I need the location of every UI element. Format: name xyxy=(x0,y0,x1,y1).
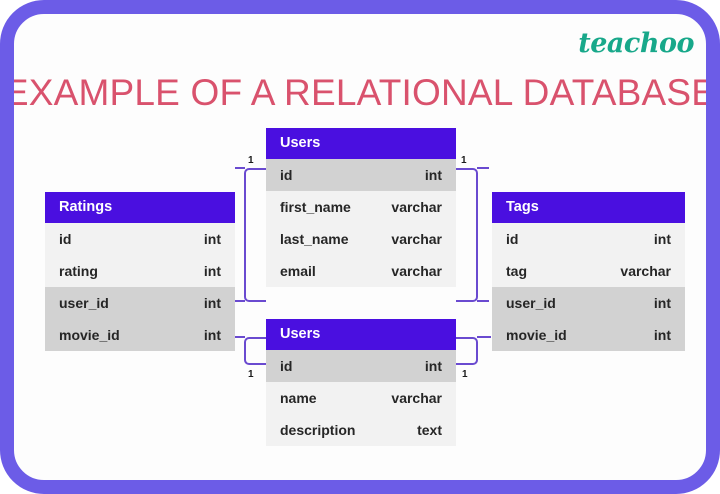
teachoo-logo: teachoo xyxy=(578,28,694,59)
table-row: first_name varchar xyxy=(266,191,456,223)
relationship-line-users-tags xyxy=(456,168,478,302)
relationship-stub xyxy=(235,300,245,302)
field-type: int xyxy=(203,327,221,343)
cardinality-label: 1 xyxy=(461,155,467,166)
field-type: int xyxy=(653,231,671,247)
table-row: last_name varchar xyxy=(266,223,456,255)
field-type: varchar xyxy=(391,231,442,247)
field-type: int xyxy=(424,167,442,183)
er-table-title: Ratings xyxy=(45,192,235,223)
field-name: last_name xyxy=(280,231,349,247)
relationship-line-movies-tags xyxy=(456,337,478,365)
er-table-title: Users xyxy=(266,128,456,159)
field-name: id xyxy=(59,231,72,247)
table-row: tag varchar xyxy=(492,255,685,287)
table-row: id int xyxy=(266,159,456,191)
relationship-line-users-ratings xyxy=(244,168,266,302)
field-type: int xyxy=(653,327,671,343)
field-type: int xyxy=(424,358,442,374)
field-type: text xyxy=(417,422,442,438)
table-row: user_id int xyxy=(45,287,235,319)
field-type: varchar xyxy=(391,390,442,406)
field-name: first_name xyxy=(280,199,351,215)
field-name: email xyxy=(280,263,316,279)
er-table-title: Tags xyxy=(492,192,685,223)
er-table-users-top: Users id int first_name varchar last_nam… xyxy=(266,128,456,287)
field-name: movie_id xyxy=(506,327,567,343)
page-title: EXAMPLE OF A RELATIONAL DATABASE xyxy=(3,72,717,113)
table-row: name varchar xyxy=(266,382,456,414)
field-name: id xyxy=(280,167,293,183)
field-name: description xyxy=(280,422,356,438)
relationship-line-ratings-movies xyxy=(244,337,266,365)
field-type: int xyxy=(203,295,221,311)
table-row: movie_id int xyxy=(492,319,685,351)
relationship-stub xyxy=(477,336,491,338)
field-type: varchar xyxy=(620,263,671,279)
field-type: int xyxy=(203,231,221,247)
table-row: id int xyxy=(492,223,685,255)
field-name: rating xyxy=(59,263,98,279)
table-row: rating int xyxy=(45,255,235,287)
field-name: user_id xyxy=(506,295,556,311)
table-row: user_id int xyxy=(492,287,685,319)
field-type: varchar xyxy=(391,199,442,215)
table-row: id int xyxy=(266,350,456,382)
field-name: user_id xyxy=(59,295,109,311)
cardinality-label: 1 xyxy=(462,369,468,380)
cardinality-label: 1 xyxy=(248,155,254,166)
er-table-title: Users xyxy=(266,319,456,350)
field-type: int xyxy=(653,295,671,311)
er-table-ratings: Ratings id int rating int user_id int mo… xyxy=(45,192,235,351)
relationship-stub xyxy=(235,167,245,169)
relationship-stub xyxy=(477,300,489,302)
er-table-tags: Tags id int tag varchar user_id int movi… xyxy=(492,192,685,351)
table-row: description text xyxy=(266,414,456,446)
field-type: int xyxy=(203,263,221,279)
er-table-users-bottom: Users id int name varchar description te… xyxy=(266,319,456,446)
field-name: tag xyxy=(506,263,527,279)
relationship-stub xyxy=(235,336,245,338)
relationship-stub xyxy=(477,167,489,169)
field-name: movie_id xyxy=(59,327,120,343)
field-type: varchar xyxy=(391,263,442,279)
table-row: movie_id int xyxy=(45,319,235,351)
table-row: id int xyxy=(45,223,235,255)
field-name: id xyxy=(506,231,519,247)
table-row: email varchar xyxy=(266,255,456,287)
field-name: name xyxy=(280,390,317,406)
cardinality-label: 1 xyxy=(248,369,254,380)
field-name: id xyxy=(280,358,293,374)
